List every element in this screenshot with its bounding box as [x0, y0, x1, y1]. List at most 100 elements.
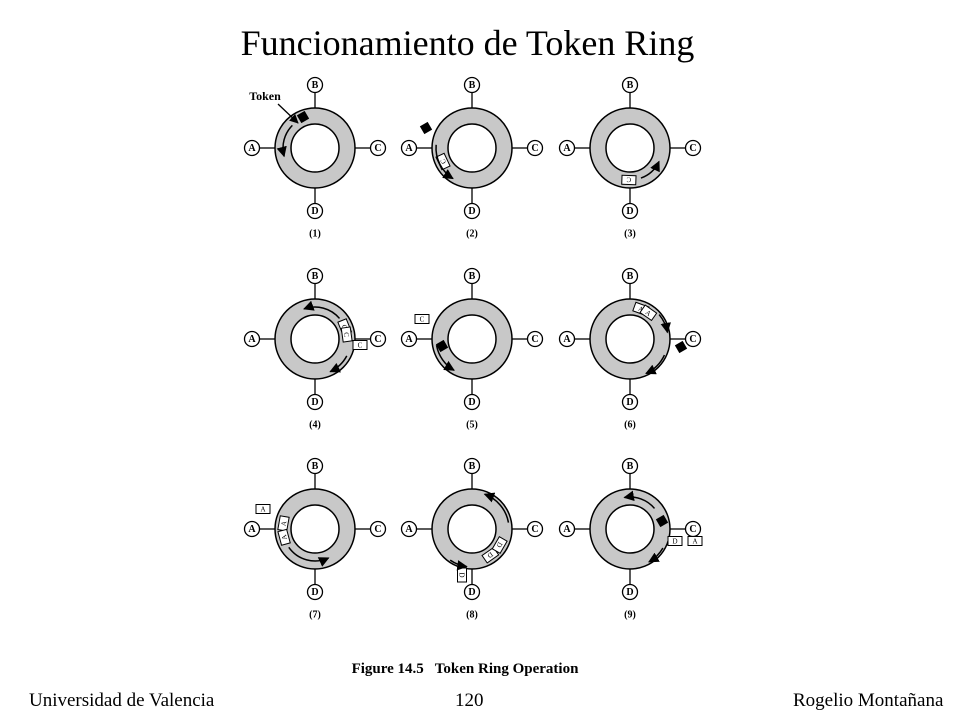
flow-arrow — [449, 559, 468, 571]
data-frame: A — [639, 304, 658, 322]
station-node — [526, 139, 544, 157]
figure-caption: Figure 14.5 Token Ring Operation — [352, 661, 579, 677]
station-label: C — [689, 334, 696, 345]
ring-inner — [605, 314, 655, 364]
station-node — [621, 202, 639, 220]
data-frame: D — [491, 536, 508, 554]
station-node — [306, 267, 324, 285]
data-frame-letter: D — [672, 538, 677, 546]
station-label: C — [689, 143, 696, 154]
data-frame-letter: A — [280, 534, 289, 541]
station-label: B — [312, 80, 319, 91]
station-node — [684, 139, 702, 157]
token-marker — [419, 121, 433, 135]
page-title: Funcionamiento de Token Ring — [240, 23, 695, 63]
station-node — [526, 330, 544, 348]
station-label: A — [563, 143, 571, 154]
token-marker — [296, 110, 310, 124]
flow-arrow — [435, 345, 455, 371]
data-frame-box — [255, 504, 271, 514]
ring-inner — [447, 123, 497, 173]
station-label: D — [468, 206, 475, 217]
station-label: B — [627, 461, 634, 472]
station-label: C — [531, 334, 538, 345]
station-label: D — [311, 587, 318, 598]
data-frame-letter: C — [420, 316, 425, 324]
footer-author: Rogelio Montañana — [793, 690, 944, 711]
station-label: D — [311, 397, 318, 408]
station-node — [400, 139, 418, 157]
station-label: B — [312, 271, 319, 282]
copied-frame: A — [255, 504, 271, 514]
flow-arrow — [640, 160, 660, 179]
flow-arrow — [483, 492, 510, 523]
station-label: B — [312, 461, 319, 472]
data-frame: C — [340, 326, 353, 343]
flow-arrow — [648, 547, 664, 563]
copied-frame: A — [687, 536, 703, 546]
station-label: C — [374, 524, 381, 535]
token-callout: Token — [249, 89, 281, 103]
flow-arrow — [303, 300, 341, 319]
station-node — [369, 330, 387, 348]
station-node — [243, 520, 261, 538]
data-frame-letter: C — [439, 157, 448, 165]
station-node — [400, 330, 418, 348]
station-node — [621, 457, 639, 475]
station-label: D — [626, 397, 633, 408]
station-node — [306, 76, 324, 94]
panel-label: (6) — [624, 420, 636, 431]
data-frame-box — [340, 326, 353, 343]
station-node — [558, 139, 576, 157]
panel-label: (3) — [624, 229, 636, 240]
station-node — [463, 76, 481, 94]
data-frame-box — [621, 174, 637, 186]
data-frame-letter: A — [644, 308, 653, 317]
removed-frame: C — [414, 314, 430, 324]
token-marker — [674, 340, 688, 354]
panel-label: (4) — [309, 420, 321, 431]
station-label: A — [405, 334, 413, 345]
station-label: A — [248, 334, 256, 345]
footer-institution: Universidad de Valencia — [29, 690, 215, 711]
station-node — [526, 520, 544, 538]
flow-arrow — [645, 354, 666, 375]
station-label: A — [563, 524, 571, 535]
station-node — [621, 583, 639, 601]
station-node — [243, 139, 261, 157]
station-node — [463, 202, 481, 220]
page-number: 120 — [455, 690, 484, 711]
station-label: D — [626, 206, 633, 217]
station-node — [369, 139, 387, 157]
station-node — [306, 457, 324, 475]
flow-arrow — [658, 314, 671, 334]
ring-inner — [290, 123, 340, 173]
panel-label: (5) — [466, 420, 478, 431]
copied-frame: D — [667, 536, 683, 546]
data-frame-box — [667, 536, 683, 546]
station-node — [400, 520, 418, 538]
station-node — [463, 583, 481, 601]
station-node — [621, 76, 639, 94]
station-label: B — [627, 80, 634, 91]
data-frame-box — [687, 536, 703, 546]
panel-label: (1) — [309, 229, 321, 240]
data-frame-letter: A — [280, 520, 289, 526]
data-frame: C — [621, 174, 637, 186]
data-frame-box — [491, 536, 508, 554]
data-frame-letter: A — [692, 538, 697, 546]
token-callout-arrow — [277, 103, 299, 124]
station-label: C — [531, 524, 538, 535]
station-label: B — [627, 271, 634, 282]
station-label: B — [469, 80, 476, 91]
station-node — [621, 267, 639, 285]
station-label: C — [374, 143, 381, 154]
station-label: D — [311, 206, 318, 217]
data-frame-box — [352, 340, 368, 350]
data-frame-box — [414, 314, 430, 324]
station-label: A — [405, 524, 413, 535]
panel-label: (8) — [466, 610, 478, 621]
station-node — [684, 330, 702, 348]
copied-frame: C — [352, 340, 368, 350]
panel-label: (9) — [624, 610, 636, 621]
